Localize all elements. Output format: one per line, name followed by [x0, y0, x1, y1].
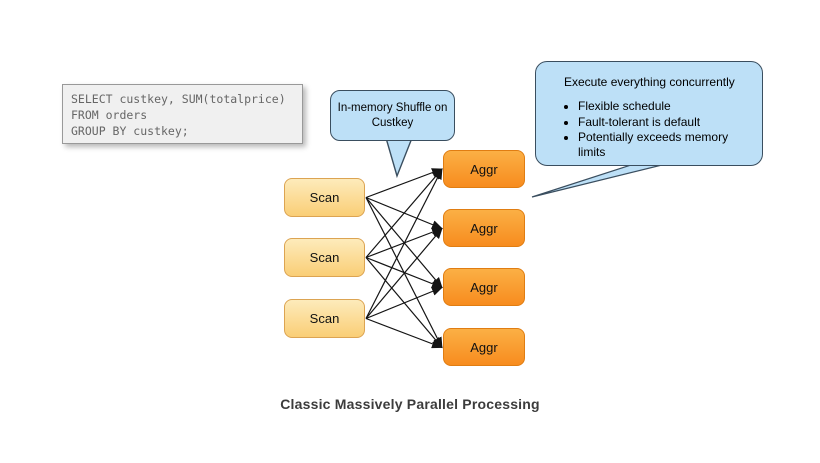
aggr-node-label: Aggr [470, 279, 498, 295]
scan-node-1: Scan [284, 178, 365, 217]
exec-callout-list: Flexible schedule Fault-tolerant is defa… [564, 99, 752, 159]
exec-callout-bullet-2: Fault-tolerant is default [578, 115, 752, 130]
aggr-node-label: Aggr [470, 220, 498, 236]
scan-node-label: Scan [309, 311, 340, 326]
scan-node-label: Scan [309, 250, 340, 265]
scan-node-label: Scan [309, 190, 340, 205]
shuffle-callout-tail [385, 137, 414, 179]
exec-callout-bullet-1: Flexible schedule [578, 99, 752, 114]
aggr-node-3: Aggr [443, 268, 525, 306]
sql-line-2: FROM orders [71, 108, 148, 122]
exec-callout-bullet-3: Potentially exceeds memory limits [578, 130, 752, 159]
sql-line-3: GROUP BY custkey; [71, 124, 189, 138]
shuffle-callout-text: In-memory Shuffle on Custkey [337, 101, 448, 129]
exec-callout: Execute everything concurrently Flexible… [535, 61, 763, 166]
exec-callout-tail [531, 162, 671, 198]
scan-node-3: Scan [284, 299, 365, 338]
diagram-title: Classic Massively Parallel Processing [280, 396, 540, 412]
aggr-node-2: Aggr [443, 209, 525, 247]
sql-line-1: SELECT custkey, SUM(totalprice) [71, 92, 286, 106]
aggr-node-1: Aggr [443, 150, 525, 188]
aggr-node-label: Aggr [470, 339, 498, 355]
aggr-node-4: Aggr [443, 328, 525, 366]
scan-node-2: Scan [284, 238, 365, 277]
shuffle-callout: In-memory Shuffle on Custkey [330, 90, 455, 141]
sql-query-box: SELECT custkey, SUM(totalprice) FROM ord… [62, 84, 303, 144]
exec-callout-heading: Execute everything concurrently [564, 75, 735, 89]
aggr-node-label: Aggr [470, 161, 498, 177]
